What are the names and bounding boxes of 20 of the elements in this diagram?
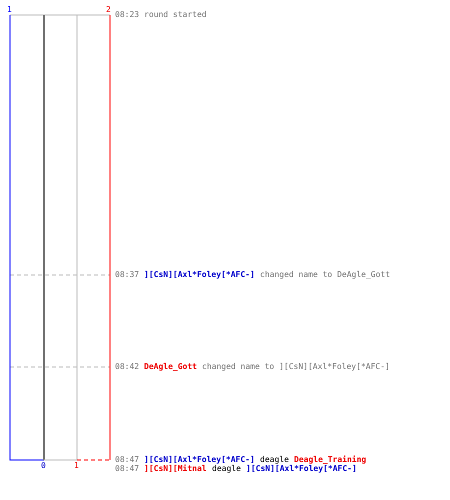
event-text: changed name to DeAgle_Gott xyxy=(260,270,390,279)
player-name: Deagle_Training xyxy=(294,455,366,464)
player-name: ][CsN][Axl*Foley[*AFC-] xyxy=(144,455,255,464)
score-label: 2 xyxy=(106,5,111,14)
score-label: 0 xyxy=(41,461,46,470)
player-name: ][CsN][Axl*Foley[*AFC-] xyxy=(144,270,255,279)
timestamp: 08:47 xyxy=(115,464,140,473)
weapon-text: deagle xyxy=(260,455,289,464)
weapon-text: deagle xyxy=(212,464,241,473)
timestamp: 08:47 xyxy=(115,455,140,464)
timestamp: 08:42 xyxy=(115,362,140,371)
timestamp: 08:23 xyxy=(115,10,140,19)
player-name: ][CsN][Axl*Foley[*AFC-] xyxy=(246,464,357,473)
player-name: DeAgle_Gott xyxy=(144,362,197,371)
score-label: 1 xyxy=(7,5,12,14)
score-label: 1 xyxy=(74,461,79,470)
timestamp: 08:37 xyxy=(115,270,140,279)
player-name: ][CsN][Mitnal xyxy=(144,464,207,473)
event-text: round started xyxy=(144,10,207,19)
event-text: changed name to ][CsN][Axl*Foley[*AFC-] xyxy=(202,362,390,371)
